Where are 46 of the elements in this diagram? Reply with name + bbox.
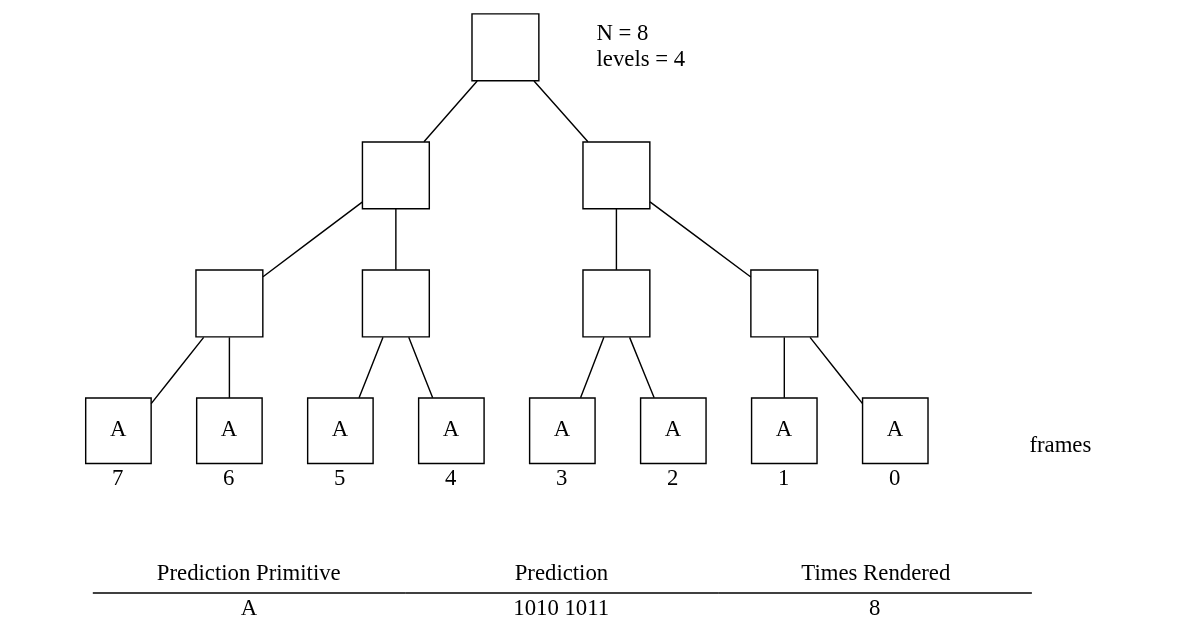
node-box: A [528,397,596,465]
node-box [582,269,651,338]
label: 8 [868,595,881,621]
node-box [361,269,430,338]
label: levels = 4 [596,45,686,71]
node-label: 5 [333,464,346,490]
connector [615,208,618,271]
connector [649,201,752,278]
node-box: A [417,397,485,465]
label: 1010 1011 [513,595,610,621]
connector [228,336,231,399]
node-label: 0 [888,464,901,490]
connector [262,201,363,278]
node-label: 2 [666,464,679,490]
node-box: A [195,397,263,465]
node-label: 3 [555,464,568,490]
connector [579,336,605,399]
node-box: A [85,397,152,465]
node-label: 6 [223,464,235,490]
label: frames [1029,431,1092,457]
connector [395,208,397,271]
node-label: 1 [777,464,790,490]
node-box: A [639,397,707,465]
node-box [195,269,264,338]
label: Prediction Primitive [156,559,341,585]
node-box [471,13,540,82]
node-box [361,141,430,210]
node-box [750,269,819,338]
connector [628,336,655,399]
connector [408,336,434,399]
node-box: A [750,397,818,465]
connector [783,336,785,399]
node-label: 4 [444,464,457,490]
connector [533,80,589,143]
label: Times Rendered [801,559,951,585]
node-box: A [861,397,929,465]
node-label: 7 [112,464,124,490]
label: Prediction [514,559,609,585]
connector [358,336,384,399]
connector [150,336,205,405]
label: N = 8 [596,19,649,45]
connector [423,80,478,143]
node-box: A [306,397,374,465]
node-box [582,141,651,210]
label: A [240,595,258,621]
connector [809,336,864,405]
